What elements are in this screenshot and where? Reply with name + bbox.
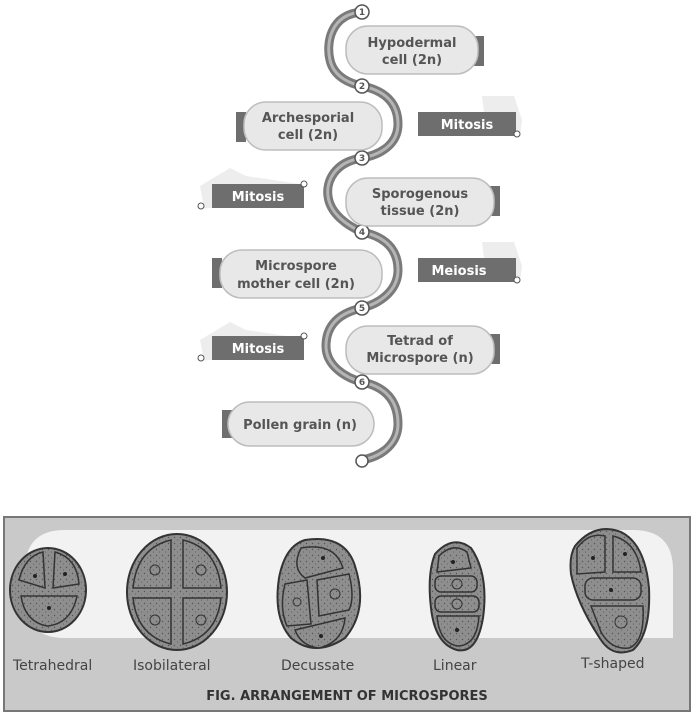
process-label: Mitosis xyxy=(232,190,285,205)
label-linear: Linear xyxy=(433,658,477,674)
node-3: 3 xyxy=(354,150,370,166)
decussate-drawing xyxy=(276,538,362,649)
node-5: 5 xyxy=(354,300,370,316)
node-2: 2 xyxy=(354,78,370,94)
label-isobilateral: Isobilateral xyxy=(133,658,211,674)
stage-label: Archesporial xyxy=(262,111,354,126)
node-number: 1 xyxy=(359,8,365,18)
stage-label: Tetrad of xyxy=(387,334,453,349)
stage-label: cell (2n) xyxy=(382,53,442,68)
label-tetrahedral: Tetrahedral xyxy=(13,658,93,674)
node-number: 5 xyxy=(359,304,365,314)
stage-hypodermal-cell: Hypodermal cell (2n) xyxy=(345,25,484,75)
arrangement-drawings xyxy=(9,528,673,654)
process-tag-2: Mitosis xyxy=(197,168,308,210)
process-tag-3: Meiosis xyxy=(418,242,522,284)
stage-archesporial-cell: Archesporial cell (2n) xyxy=(236,101,383,151)
linear-drawing xyxy=(428,541,486,652)
stage-sporogenous-tissue: Sporogenous tissue (2n) xyxy=(345,177,500,227)
node-number: 6 xyxy=(359,378,365,388)
node-number: 3 xyxy=(359,154,365,164)
figure-caption: FIG. ARRANGEMENT OF MICROSPORES xyxy=(206,689,488,704)
process-label: Mitosis xyxy=(441,118,494,133)
node-6: 6 xyxy=(354,374,370,390)
process-label: Meiosis xyxy=(431,264,486,279)
node-number: 2 xyxy=(359,82,365,92)
node-4: 4 xyxy=(354,224,370,240)
process-tag-1: Mitosis xyxy=(418,96,522,138)
stage-microspore-mother-cell: Microspore mother cell (2n) xyxy=(212,249,383,299)
microspore-arrangements-panel: Tetrahedral Isobilateral Decussate Linea… xyxy=(3,516,691,712)
process-tag-4: Mitosis xyxy=(197,322,308,362)
stage-label: mother cell (2n) xyxy=(237,277,355,292)
stage-label: Sporogenous xyxy=(372,187,469,202)
t-shaped-drawing xyxy=(569,528,651,654)
stage-label: tissue (2n) xyxy=(381,204,460,219)
stage-tetrad-of-microspore: Tetrad of Microspore (n) xyxy=(345,325,500,375)
stage-label: Microspore (n) xyxy=(366,351,473,366)
isobilateral-drawing xyxy=(126,533,228,651)
stage-label: Pollen grain (n) xyxy=(243,418,357,433)
node-1: 1 xyxy=(354,4,370,20)
label-decussate: Decussate xyxy=(281,658,355,674)
process-label: Mitosis xyxy=(232,342,285,357)
stage-label: Microspore xyxy=(255,259,337,274)
node-number: 4 xyxy=(359,228,365,238)
label-t-shaped: T-shaped xyxy=(581,656,645,672)
microsporogenesis-flow: 1 2 3 4 5 6 Hypodermal cell (2n) Archesp… xyxy=(197,4,522,468)
tetrahedral-drawing xyxy=(9,547,87,633)
flow-end-node xyxy=(355,454,369,468)
stage-label: cell (2n) xyxy=(278,128,338,143)
stage-pollen-grain: Pollen grain (n) xyxy=(222,401,375,447)
stage-label: Hypodermal xyxy=(368,36,457,51)
